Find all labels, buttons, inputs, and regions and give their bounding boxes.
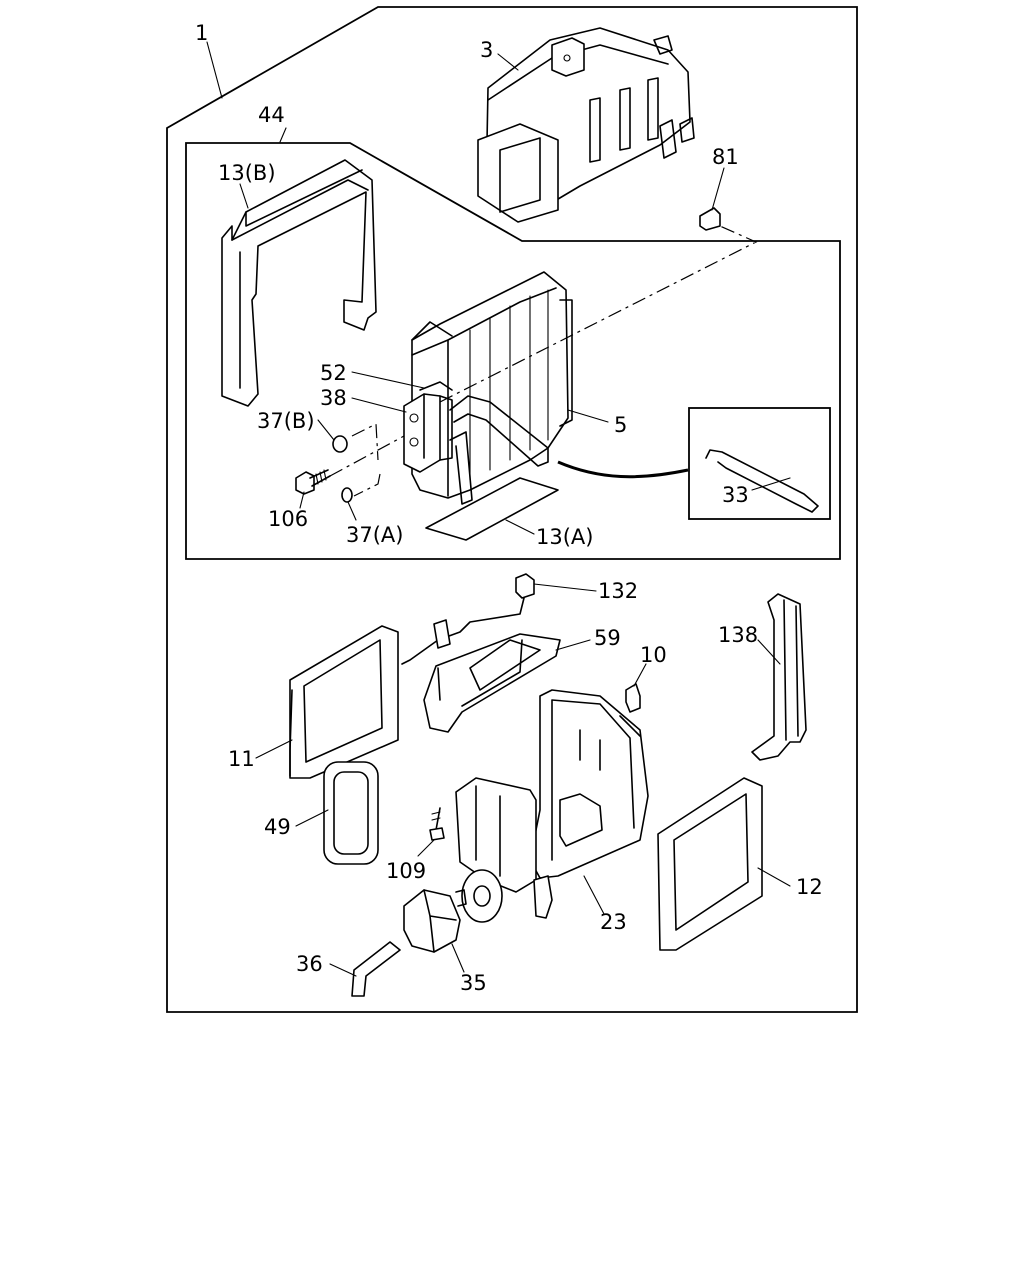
assembly-line-2 [351,423,381,497]
outer-frame [166,6,858,1013]
detail-connector [557,460,689,479]
part-59-flap [423,633,561,733]
part-132-sensor [401,573,535,665]
pipe-lower [449,431,473,505]
callout-13b: 13(B) [218,161,276,185]
part-109-screw [429,807,445,841]
callout-3: 3 [480,38,493,62]
part-36-hose [351,941,401,997]
part-33-pipe [705,449,819,513]
callout-33: 33 [722,483,749,507]
part-10-clip [625,683,641,713]
part-138-bracket [751,593,807,761]
callout-12: 12 [796,875,823,899]
callout-106: 106 [268,507,308,531]
detail-box [688,407,831,520]
callout-37a: 37(A) [346,523,403,547]
callout-59: 59 [594,626,621,650]
part-13b-seal [221,159,377,407]
callout-81: 81 [712,145,739,169]
callout-36: 36 [296,952,323,976]
callout-35: 35 [460,971,487,995]
pipe-upper [449,395,549,467]
part-37a-oring [341,487,353,503]
callout-138: 138 [718,623,758,647]
part-12-seal [657,777,763,951]
callout-38: 38 [320,386,347,410]
part-23-case [455,689,649,919]
leader-lines [206,41,791,977]
part-3-cover [477,27,695,223]
part-37b-oring [332,435,348,453]
callout-52: 52 [320,361,347,385]
callout-5: 5 [614,413,627,437]
callout-109: 109 [386,859,426,883]
part-49-gasket [323,761,379,865]
part-38-valve [403,381,453,473]
callout-11: 11 [228,747,255,771]
callout-44: 44 [258,103,285,127]
part-11-seal [289,625,399,779]
inner-frame [185,142,841,560]
callout-10: 10 [640,643,667,667]
assembly-line-3 [329,435,405,477]
callout-49: 49 [264,815,291,839]
part-35-motor [403,869,503,953]
part-106-bolt [295,469,331,495]
callout-1: 1 [195,21,208,45]
part-13a-seal [425,477,559,541]
assembly-line-1 [439,225,758,403]
callout-37b: 37(B) [257,409,315,433]
callout-13a: 13(A) [536,525,593,549]
part-81-label [699,207,721,231]
part-5-evaporator [411,271,573,499]
callout-23: 23 [600,910,627,934]
callout-132: 132 [598,579,638,603]
